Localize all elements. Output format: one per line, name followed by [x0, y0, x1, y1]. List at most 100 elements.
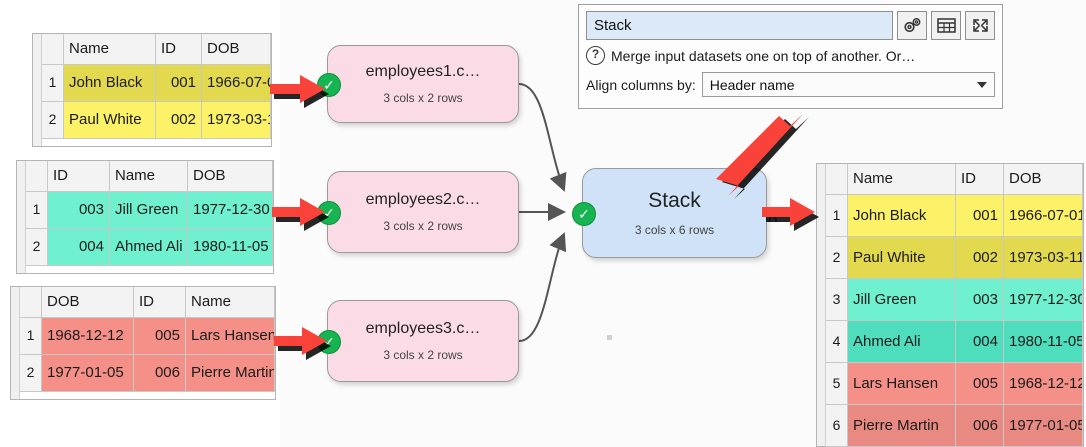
cell-dob[interactable]: 1966-07-01 [201, 63, 271, 102]
help-icon[interactable]: ? [586, 46, 605, 65]
column-header-dob[interactable]: DOB [41, 287, 134, 318]
cell-name[interactable]: Pierre Martin [847, 403, 956, 447]
column-header-name[interactable]: Name [847, 164, 956, 195]
cell-id[interactable]: 002 [155, 100, 202, 139]
cell-dob[interactable]: 1968-12-12 [1003, 361, 1083, 405]
row-number[interactable]: 6 [825, 403, 848, 447]
cell-id[interactable]: 006 [133, 353, 186, 392]
column-header-id[interactable]: ID [47, 161, 110, 192]
row-number[interactable]: 1 [41, 63, 64, 102]
cell-dob[interactable]: 1973-03-11 [1003, 235, 1083, 279]
status-ok-icon: ✓ [317, 201, 341, 225]
cell-dob[interactable]: 1980-11-05 [1003, 319, 1083, 363]
vertical-scrollbar[interactable] [11, 287, 20, 399]
cell-id[interactable]: 005 [133, 316, 186, 355]
input-table-employees1[interactable]: Name ID DOB 1 John Black 001 1966-07-01 … [32, 33, 272, 147]
cell-dob[interactable]: 1977-01-05 [41, 353, 134, 392]
canvas-dot [607, 335, 612, 340]
node-subtitle: 3 cols x 2 rows [383, 219, 463, 233]
node-employees2[interactable]: ✓ employees2.c… 3 cols x 2 rows [317, 171, 519, 253]
cell-name[interactable]: Lars Hansen [185, 316, 275, 355]
cell-id[interactable]: 003 [47, 190, 110, 229]
cell-id[interactable]: 003 [955, 277, 1004, 321]
table-row: 6 Pierre Martin 006 1977-01-05 [825, 403, 1083, 447]
cell-dob[interactable]: 1968-12-12 [41, 316, 134, 355]
node-title: employees2.c… [365, 191, 481, 208]
table-row: 2 1977-01-05 006 Pierre Martin [19, 353, 275, 392]
cell-name[interactable]: Ahmed Ali [847, 319, 956, 363]
column-header-dob[interactable]: DOB [1003, 164, 1083, 195]
column-header-dob[interactable]: DOB [201, 34, 271, 65]
table-row: 2 004 Ahmed Ali 1980-11-05 [25, 227, 273, 266]
input-table-employees2[interactable]: ID Name DOB 1 003 Jill Green 1977-12-30 … [16, 160, 274, 274]
table-row: 2 Paul White 002 1973-03-11 [41, 100, 271, 139]
cell-name[interactable]: John Black [63, 63, 156, 102]
cell-id[interactable]: 004 [955, 319, 1004, 363]
cell-dob[interactable]: 1977-12-30 [1003, 277, 1083, 321]
cell-name[interactable]: John Black [847, 193, 956, 237]
panel-description-row: ? Merge input datasets one on top of ano… [586, 46, 995, 65]
align-columns-select[interactable]: Header name [701, 72, 995, 97]
table-row: 1 1968-12-12 005 Lars Hansen [19, 316, 275, 355]
align-columns-value: Header name [709, 76, 795, 93]
table-row: 3 Jill Green 003 1977-12-30 [825, 277, 1083, 321]
row-number[interactable]: 5 [825, 361, 848, 405]
cell-id[interactable]: 006 [955, 403, 1004, 447]
cell-name[interactable]: Jill Green [847, 277, 956, 321]
cell-id[interactable]: 002 [955, 235, 1004, 279]
table-icon[interactable] [931, 11, 961, 40]
row-number[interactable]: 1 [25, 190, 48, 229]
column-header-name[interactable]: Name [109, 161, 188, 192]
stack-properties-panel[interactable]: Stack [578, 4, 1003, 109]
cell-dob[interactable]: 1977-01-05 [1003, 403, 1083, 447]
column-header-name[interactable]: Name [185, 287, 275, 318]
vertical-scrollbar[interactable] [17, 161, 26, 273]
table-header-row: Name ID DOB [825, 164, 1083, 195]
row-number[interactable]: 4 [825, 319, 848, 363]
node-employees3[interactable]: ✓ employees3.c… 3 cols x 2 rows [317, 300, 519, 382]
row-number[interactable]: 3 [825, 277, 848, 321]
table-row: 1 003 Jill Green 1977-12-30 [25, 190, 273, 229]
corner-header [41, 34, 64, 65]
node-stack[interactable]: ✓ ∧ Stack 3 cols x 6 rows [572, 168, 780, 258]
cell-name[interactable]: Paul White [847, 235, 956, 279]
cell-dob[interactable]: 1973-03-11 [201, 100, 271, 139]
panel-description-text: Merge input datasets one on top of anoth… [611, 47, 916, 64]
node-employees1[interactable]: ✓ employees1.c… 3 cols x 2 rows [317, 45, 519, 123]
cell-name[interactable]: Paul White [63, 100, 156, 139]
node-subtitle: 3 cols x 6 rows [634, 223, 715, 237]
cell-dob[interactable]: 1966-07-01 [1003, 193, 1083, 237]
row-number[interactable]: 2 [41, 100, 64, 139]
cell-id[interactable]: 001 [155, 63, 202, 102]
cell-id[interactable]: 005 [955, 361, 1004, 405]
row-number[interactable]: 2 [25, 227, 48, 266]
vertical-scrollbar[interactable] [817, 164, 826, 446]
chevron-down-icon [977, 81, 987, 88]
input-table-employees3[interactable]: DOB ID Name 1 1968-12-12 005 Lars Hansen… [10, 286, 276, 400]
cell-name[interactable]: Pierre Martin [185, 353, 275, 392]
cell-name[interactable]: Ahmed Ali [109, 227, 188, 266]
column-header-id[interactable]: ID [155, 34, 202, 65]
vertical-scrollbar[interactable] [33, 34, 42, 146]
column-header-id[interactable]: ID [955, 164, 1004, 195]
column-header-id[interactable]: ID [133, 287, 186, 318]
cell-dob[interactable]: 1977-12-30 [187, 190, 273, 229]
cell-id[interactable]: 004 [47, 227, 110, 266]
status-ok-icon: ✓ [572, 202, 596, 226]
row-number[interactable]: 2 [825, 235, 848, 279]
output-table-stack[interactable]: Name ID DOB 1 John Black 001 1966-07-01 … [816, 163, 1084, 447]
cell-id[interactable]: 001 [955, 193, 1004, 237]
table-header-row: DOB ID Name [19, 287, 275, 318]
cell-name[interactable]: Lars Hansen [847, 361, 956, 405]
gears-icon[interactable] [897, 11, 927, 40]
expand-icon[interactable] [965, 11, 995, 40]
output-connector-icon[interactable]: ∧ [765, 205, 780, 227]
row-number[interactable]: 1 [19, 316, 42, 355]
column-header-dob[interactable]: DOB [187, 161, 273, 192]
cell-dob[interactable]: 1980-11-05 [187, 227, 273, 266]
cell-name[interactable]: Jill Green [109, 190, 188, 229]
transform-name-input[interactable]: Stack [586, 11, 893, 40]
row-number[interactable]: 2 [19, 353, 42, 392]
column-header-name[interactable]: Name [63, 34, 156, 65]
row-number[interactable]: 1 [825, 193, 848, 237]
